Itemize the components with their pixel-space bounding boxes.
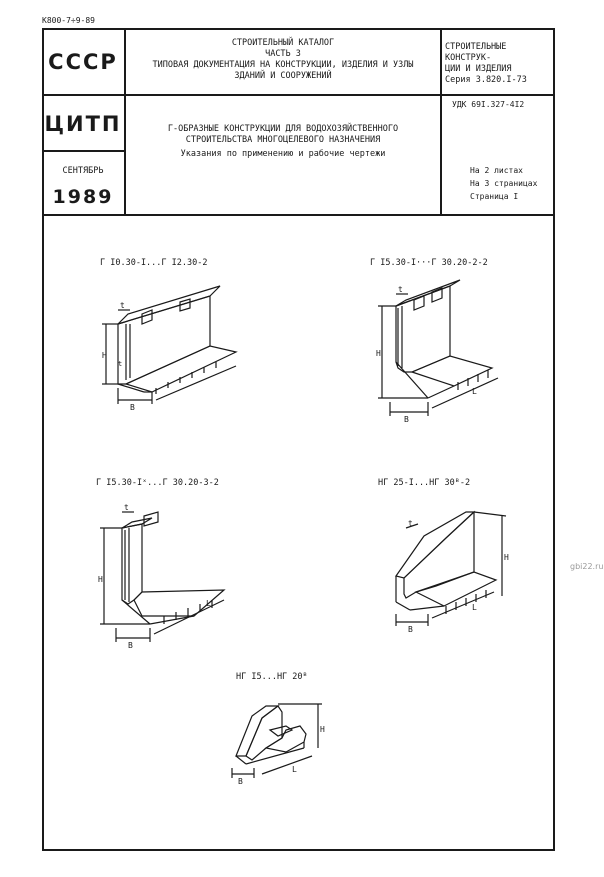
fig2-dim-t: t (398, 285, 403, 294)
watermark: gbi22.ru (570, 562, 604, 571)
figure-4-drawing: H B t L (395, 510, 509, 634)
stamp-divider-row2 (42, 150, 126, 152)
series-line2: ции и изделия (445, 64, 512, 74)
stamp-bottom-border (42, 214, 555, 216)
figure-5-drawing: H B L (231, 703, 325, 786)
fig1-dim-t2: t (118, 360, 122, 368)
fig4-dim-b: B (408, 625, 413, 634)
fig1-dim-h: H (102, 351, 107, 360)
fig2-dim-b: B (404, 415, 409, 424)
document-code: К800-7÷9-89 (42, 16, 95, 25)
fig4-dim-t: t (408, 519, 413, 528)
figure-3-label: Г I5.30-Iˣ...Г 30.20-3-2 (96, 478, 219, 488)
fig5-dim-h: H (320, 725, 325, 734)
sheets-line2: На 3 страницах (470, 179, 538, 188)
catalog-line2: Часть 3 (265, 49, 301, 59)
fig5-dim-b: B (238, 777, 243, 786)
figure-2-label: Г I5.30-I···Г 30.20-2-2 (370, 258, 488, 268)
title-line3: Указания по применению и рабочие чертежи (180, 149, 386, 159)
catalog-line4: зданий и сооружений (234, 71, 332, 81)
title-line2: строительства многоцелевого назначения (185, 135, 381, 145)
fig2-dim-h: H (376, 349, 381, 358)
fig3-dim-l: L (206, 599, 211, 608)
sheets-line1: На 2 листах (470, 166, 523, 175)
fig4-dim-l: L (472, 603, 477, 612)
stamp-divider-left (124, 28, 126, 216)
series-box: Строительные конструк- ции и изделия Сер… (445, 42, 555, 86)
fig2-dim-l: L (472, 387, 477, 396)
fig4-dim-h: H (504, 553, 509, 562)
stamp-divider-row1 (42, 94, 555, 96)
fig1-dim-t: t (120, 301, 125, 310)
issue-year: 1989 (52, 186, 114, 208)
org-ussr: СССР (48, 50, 118, 74)
sheets-info: На 2 листах На 3 страницах Страница I (470, 164, 537, 203)
document-title: Г-образные конструкции для водохозяйстве… (126, 124, 440, 160)
org-citp: ЦИТП (44, 112, 122, 136)
figure-2-drawing: H B t L (376, 279, 499, 424)
fig3-dim-t: t (124, 503, 129, 512)
sheets-line3: Страница I (470, 192, 519, 201)
title-line1: Г-образные конструкции для водохозяйстве… (167, 124, 399, 134)
figure-1-drawing: H B t t (102, 285, 238, 412)
stamp-divider-right (440, 28, 442, 216)
series-line1: Строительные конструк- (445, 42, 507, 63)
fig3-dim-h: H (98, 575, 103, 584)
udk-code: УДК 69I.327-4I2 (452, 100, 525, 109)
fig3-dim-b: B (128, 641, 133, 650)
figure-4-label: НГ 25-I...НГ 30ᴮ-2 (378, 478, 471, 488)
drawing-frame (42, 28, 555, 851)
fig5-dim-l: L (292, 765, 297, 774)
figure-1-label: Г I0.30-I...Г I2.30-2 (100, 258, 208, 268)
catalog-line1: Строительный каталог (231, 38, 335, 48)
figure-3-drawing: H B t L (98, 503, 226, 650)
catalog-header: Строительный каталог Часть 3 Типовая док… (126, 38, 440, 82)
series-line3: Серия 3.820.I-73 (445, 75, 527, 85)
fig1-dim-b: B (130, 403, 135, 412)
issue-month: СЕНТЯБРЬ (62, 166, 104, 176)
catalog-line3: Типовая документация на конструкции, изд… (152, 60, 414, 70)
figure-5-label: НГ I5...НГ 20ᴮ (236, 672, 308, 682)
